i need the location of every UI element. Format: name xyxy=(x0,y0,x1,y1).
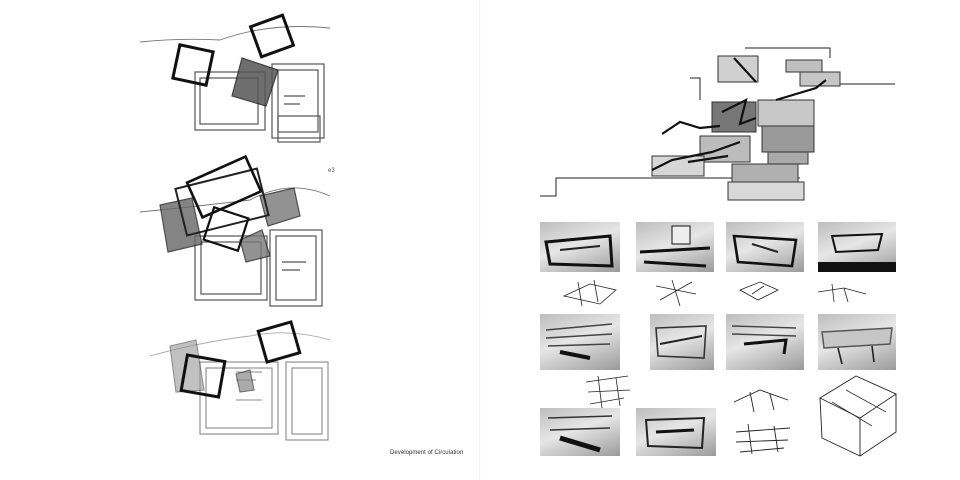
plan-sketch-3 xyxy=(149,320,331,441)
model-sketch xyxy=(734,276,784,308)
model-photo xyxy=(818,222,896,272)
model-sketch xyxy=(732,418,794,456)
model-sketch xyxy=(652,276,702,308)
model-photo xyxy=(636,222,714,272)
model-photo xyxy=(540,408,620,456)
model-photo xyxy=(636,408,716,456)
model-study-grid xyxy=(540,222,900,458)
model-photo xyxy=(726,222,804,272)
model-sketch xyxy=(580,372,636,410)
book-spine xyxy=(479,0,481,480)
model-photo xyxy=(540,222,620,272)
page-caption: Development of Circulation xyxy=(390,450,464,456)
model-photo xyxy=(540,314,620,370)
model-sketch xyxy=(730,382,794,414)
left-page-sketches: e3 xyxy=(139,13,335,441)
model-photo xyxy=(818,314,896,370)
model-photo xyxy=(650,314,714,370)
svg-text:e3: e3 xyxy=(328,168,335,174)
model-sketch xyxy=(816,372,900,458)
plan-sketch-2: e3 xyxy=(139,154,335,307)
model-sketch xyxy=(560,276,622,308)
plan-sketch-1 xyxy=(139,13,331,143)
model-sketch xyxy=(814,276,870,308)
model-photo xyxy=(726,314,804,370)
